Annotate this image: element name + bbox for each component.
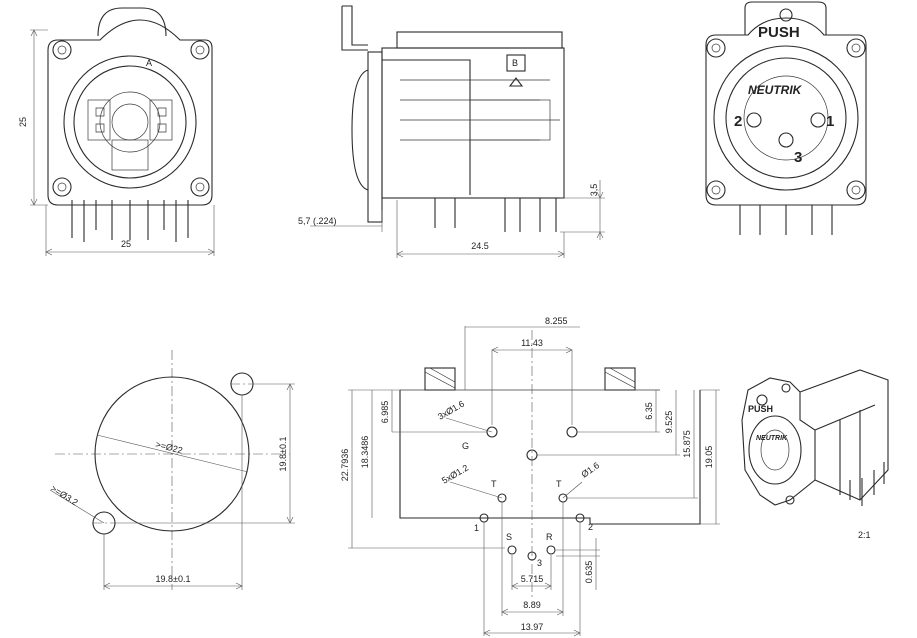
rear-push-label: PUSH (758, 24, 800, 41)
pcb-left-dim-227936: 22.7936 (340, 449, 350, 482)
panel-cutout: >=Ø22 >=Ø3.2 19.8±0.1 19.8±0.1 (49, 350, 295, 590)
pcb-note-5x12: 5xØ1.2 (440, 463, 470, 486)
rear-pin-1: 1 (826, 113, 834, 130)
iso-scale: 2:1 (858, 530, 871, 540)
rear-view: PUSH NEUTRIK 2 1 3 (705, 1, 867, 235)
front-height-dim: 25 (18, 117, 28, 127)
pcb-label-t1: T (491, 479, 497, 489)
pcb-top-dim-8255: 8.255 (545, 316, 568, 326)
pcb-bottom-dim-889: 8.89 (523, 600, 541, 610)
pcb-note-16: Ø1.6 (579, 460, 601, 479)
pcb-right-dim-635: 6.35 (644, 402, 654, 420)
cutout-vertical-spacing: 19.8±0.1 (278, 437, 288, 472)
side-pin-dim: 3,5 (589, 184, 599, 197)
side-view: B 5,7 (.224) 3,5 24.5 (298, 5, 605, 258)
front-pin-label-a: A (146, 58, 152, 68)
pcb-left-dim-183486: 18.3486 (360, 436, 370, 469)
side-flag-box (506, 54, 526, 72)
pcb-label-3: 3 (537, 558, 542, 568)
iso-view: PUSH NEUTRIK 2:1 (741, 369, 889, 540)
cutout-hole-dim: >=Ø22 (155, 439, 184, 455)
cutout-horizontal-spacing: 19.8±0.1 (156, 574, 191, 584)
pcb-label-1: 1 (474, 523, 479, 533)
iso-brand: NEUTRIK (756, 435, 788, 442)
rear-brand: NEUTRIK (748, 83, 803, 97)
side-flag-label: B (512, 58, 518, 68)
pcb-label-t2: T (556, 479, 562, 489)
pcb-bottom-dim-0635: 0.635 (584, 561, 594, 584)
front-view: A 25 25 (18, 7, 215, 256)
cutout-screw-dim: >=Ø3.2 (49, 483, 80, 507)
pcb-right-dim-9525: 9.525 (664, 411, 674, 434)
pcb-note-3x16: 3xØ1.6 (436, 399, 466, 422)
front-width-dim: 25 (121, 239, 131, 249)
pcb-right-dim-15875: 15.875 (682, 430, 692, 458)
pcb-label-s: S (506, 532, 512, 542)
pcb-bottom-dim-5715: 5.715 (521, 574, 544, 584)
pcb-bottom-dim-1397: 13.97 (521, 622, 544, 632)
side-depth-dim: 24.5 (471, 241, 489, 251)
pcb-left-dim-6985: 6.985 (380, 401, 390, 424)
rear-pin-3: 3 (794, 149, 802, 166)
pcb-label-g: G (462, 441, 469, 451)
iso-push-label: PUSH (748, 404, 773, 414)
pcb-top-dim-1143: 11.43 (521, 338, 543, 348)
pcb-label-2: 2 (588, 522, 593, 532)
pcb-right-dim-1905: 19.05 (704, 446, 714, 469)
pcb-label-r: R (546, 532, 553, 542)
pcb-layout: 8.255 11.43 22.7936 18.3486 6.985 6.35 9… (340, 316, 720, 637)
side-offset-dim: 5,7 (.224) (298, 216, 337, 226)
rear-pin-2: 2 (734, 113, 742, 130)
